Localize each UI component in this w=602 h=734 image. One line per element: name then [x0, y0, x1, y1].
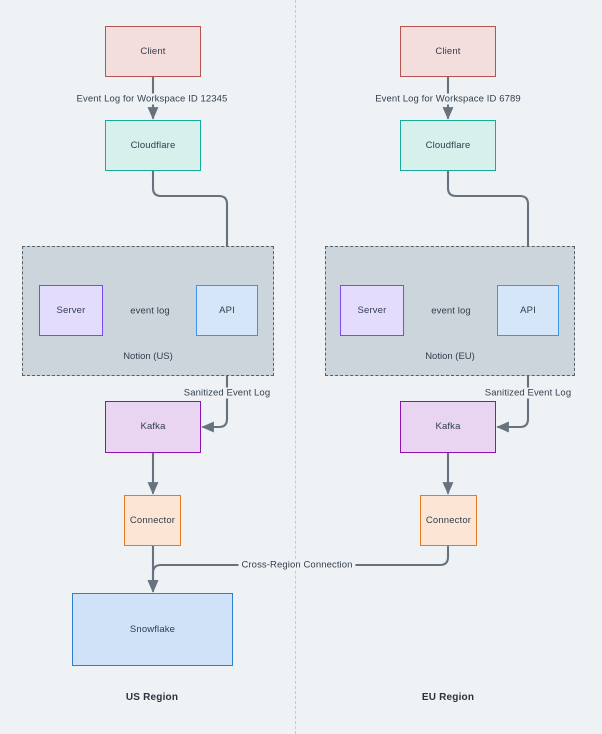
node-api-us[interactable]: API [196, 285, 258, 336]
region-label-eu: EU Region [421, 692, 475, 703]
region-label-us: US Region [125, 692, 179, 703]
node-cloudflare-eu[interactable]: Cloudflare [400, 120, 496, 171]
edge-label-sanitized-event-log-eu: Sanitized Event Log [481, 387, 575, 399]
edge-label-event-log-us: Event Log for Workspace ID 12345 [73, 93, 231, 105]
region-divider [295, 0, 296, 734]
node-kafka-us[interactable]: Kafka [105, 401, 201, 453]
edge-label-sanitized-event-log-us: Sanitized Event Log [180, 387, 274, 399]
node-connector-us[interactable]: Connector [124, 495, 181, 546]
node-kafka-eu[interactable]: Kafka [400, 401, 496, 453]
edge-label-event-log-eu: Event Log for Workspace ID 6789 [372, 93, 524, 105]
node-server-eu[interactable]: Server [340, 285, 404, 336]
edge-label-event-log-server-api-us: event log [127, 305, 173, 317]
node-server-us[interactable]: Server [39, 285, 103, 336]
node-cloudflare-us[interactable]: Cloudflare [105, 120, 201, 171]
edge-label-cross-region-connection: Cross-Region Connection [238, 559, 356, 571]
edge-label-event-log-server-api-eu: event log [428, 305, 474, 317]
group-label-notion-us: Notion (US) [123, 351, 173, 362]
node-api-eu[interactable]: API [497, 285, 559, 336]
group-label-notion-eu: Notion (EU) [425, 351, 475, 362]
node-connector-eu[interactable]: Connector [420, 495, 477, 546]
node-client-eu[interactable]: Client [400, 26, 496, 77]
node-snowflake-us[interactable]: Snowflake [72, 593, 233, 666]
node-client-us[interactable]: Client [105, 26, 201, 77]
